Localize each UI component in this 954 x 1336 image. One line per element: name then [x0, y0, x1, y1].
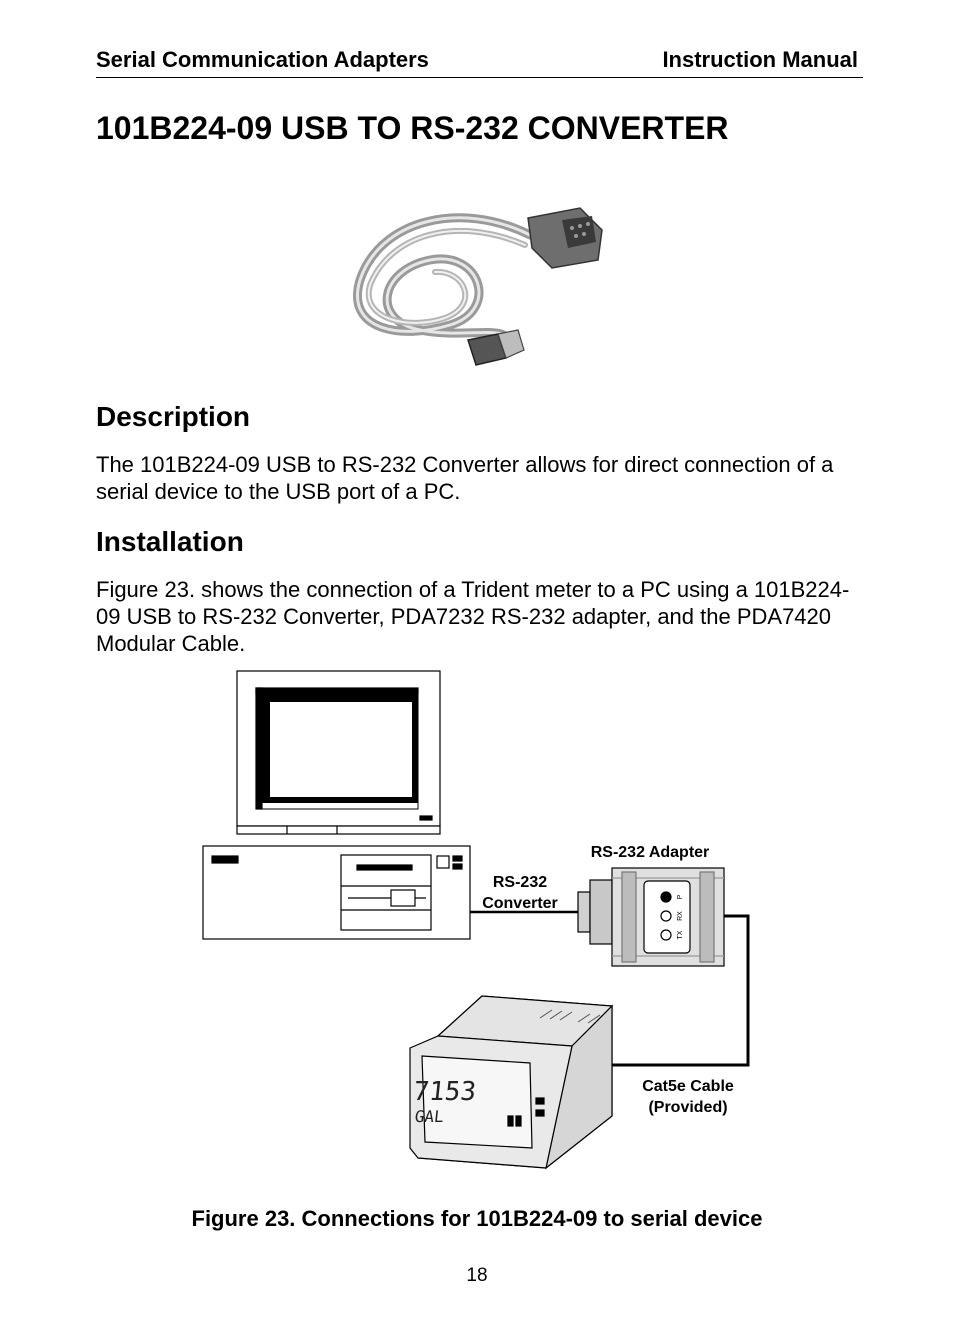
- led-tx-label: TX: [677, 930, 684, 939]
- rs232-adapter-icon: [577, 867, 725, 967]
- page-number: 18: [466, 1265, 488, 1286]
- trident-meter-icon: [409, 995, 614, 1170]
- running-header-right: Instruction Manual: [662, 47, 858, 72]
- installation-heading: Installation: [96, 526, 244, 557]
- description-heading: Description: [96, 401, 251, 432]
- usb-cable-photo: [353, 207, 603, 366]
- connection-diagram: P RX TX 7153 GAL: [202, 670, 750, 1170]
- running-header-left: Serial Communication Adapters: [96, 47, 429, 72]
- page-title: 101B224-09 USB TO RS-232 CONVERTER: [96, 110, 729, 146]
- description-text: The 101B224-09 USB to RS-232 Converter a…: [96, 452, 834, 504]
- led-p-label: P: [677, 894, 684, 899]
- db9-connector-icon: [527, 207, 603, 269]
- pc-monitor-icon: [236, 670, 441, 835]
- pc-base-icon: [202, 845, 471, 940]
- meter-display-unit: GAL: [414, 1107, 445, 1126]
- meter-display-value: 7153: [412, 1077, 478, 1107]
- figure-caption: Figure 23. Connections for 101B224-09 to…: [191, 1206, 763, 1231]
- header-rule: [96, 77, 863, 78]
- adapter-label: RS-232 Adapter: [590, 844, 710, 861]
- cat5e-cable-line: [612, 914, 750, 1067]
- rx-led-icon: [660, 910, 672, 922]
- cable-label-line2: (Provided): [648, 1099, 728, 1116]
- converter-label-line1: RS-232: [492, 874, 548, 891]
- converter-label-line2: Converter: [482, 895, 558, 912]
- power-led-icon: [660, 891, 672, 903]
- installation-text: Figure 23. shows the connection of a Tri…: [96, 577, 850, 656]
- led-rx-label: RX: [677, 911, 684, 921]
- usb-plug-icon: [467, 329, 525, 366]
- cable-label-line1: Cat5e Cable: [642, 1078, 734, 1095]
- tx-led-icon: [660, 929, 672, 941]
